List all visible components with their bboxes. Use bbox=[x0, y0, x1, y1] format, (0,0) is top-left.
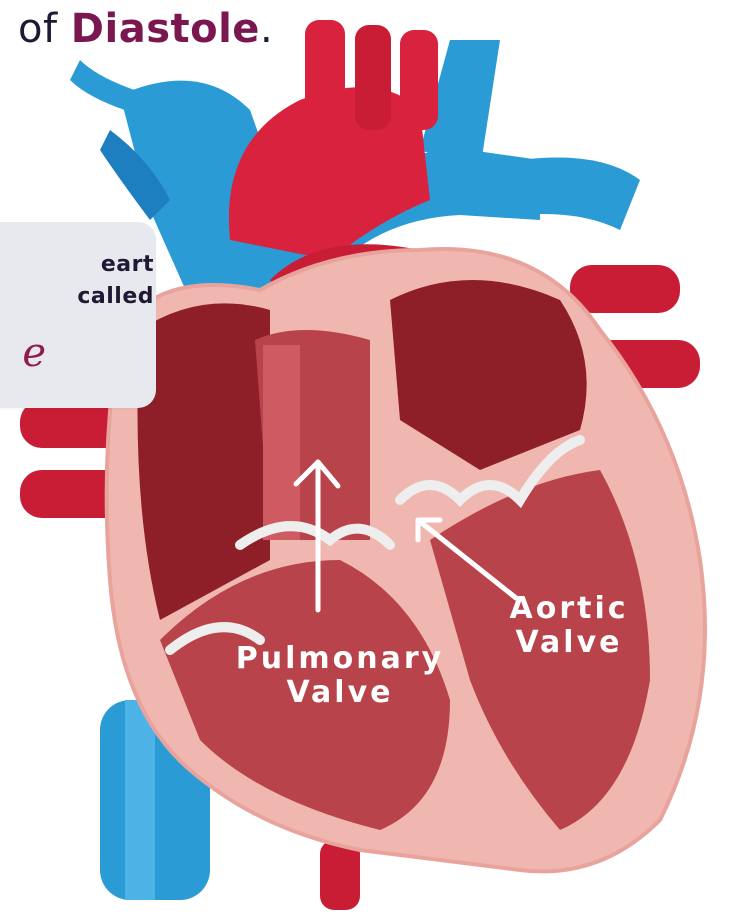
pulmonary-label-line-2: Valve bbox=[230, 676, 450, 710]
info-card-line-1: eart bbox=[0, 252, 154, 277]
title-suffix: . bbox=[260, 6, 273, 52]
aortic-valve-label: Aortic Valve bbox=[494, 592, 644, 660]
pulmonary-label-line-1: Pulmonary bbox=[230, 642, 450, 676]
title-emphasis: Diastole bbox=[71, 6, 260, 52]
title-prefix: of bbox=[18, 6, 71, 52]
page-title: of Diastole. bbox=[18, 6, 273, 52]
info-card-line-2: called bbox=[0, 284, 154, 309]
info-card-script-text: e bbox=[0, 330, 46, 376]
pulmonary-valve-label: Pulmonary Valve bbox=[230, 642, 450, 710]
info-card bbox=[0, 222, 156, 408]
aortic-label-line-1: Aortic bbox=[494, 592, 644, 626]
aortic-label-line-2: Valve bbox=[494, 626, 644, 660]
